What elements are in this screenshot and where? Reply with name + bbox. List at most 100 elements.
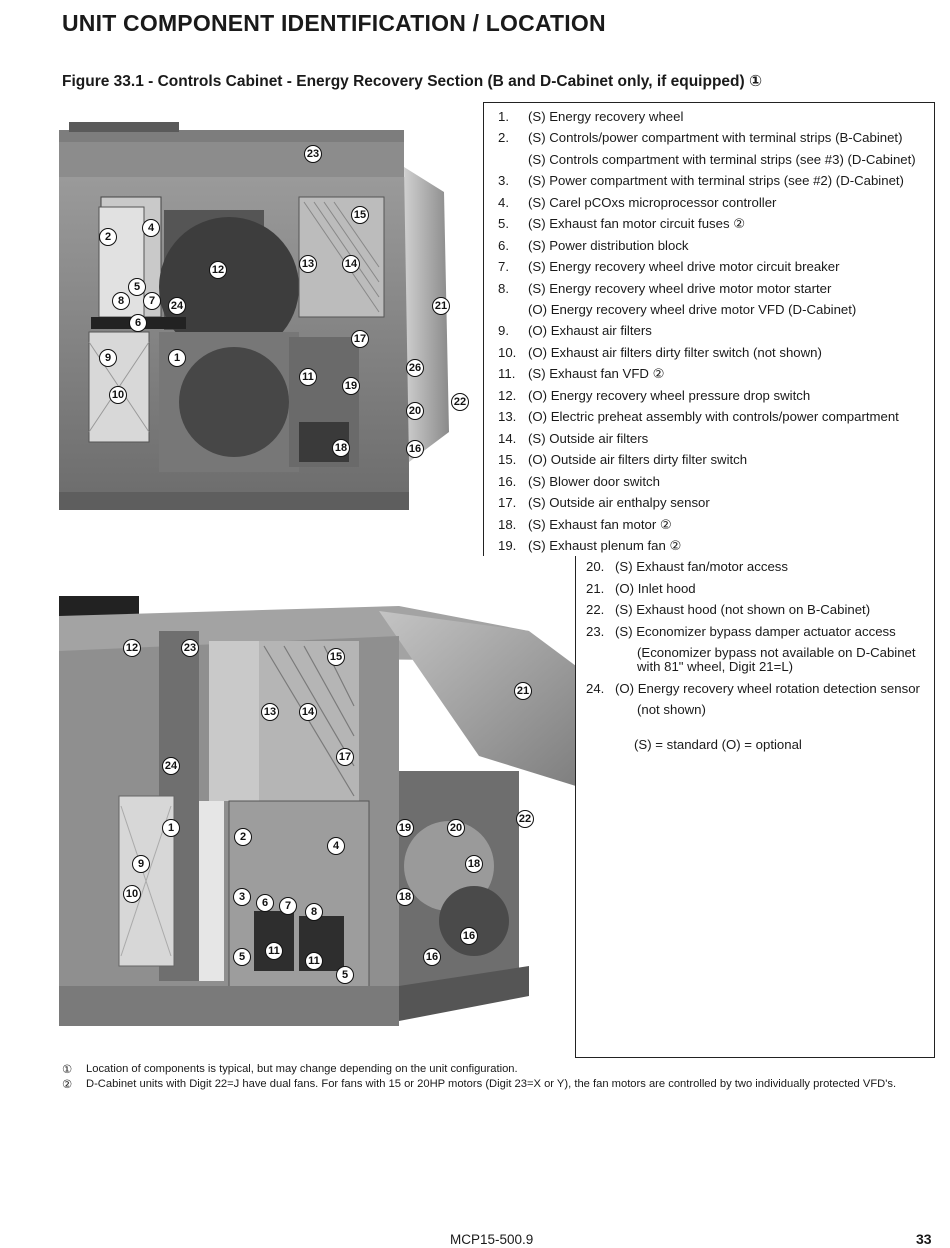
footnote-mark: ① bbox=[62, 1064, 73, 1076]
legend-text: (S) Power distribution block bbox=[528, 238, 689, 253]
legend-text: (S) Exhaust plenum fan ② bbox=[528, 538, 682, 553]
callout-23: 23 bbox=[181, 639, 199, 657]
legend-number: 7. bbox=[498, 259, 509, 274]
callout-5: 5 bbox=[336, 966, 354, 984]
callout-7: 7 bbox=[143, 292, 161, 310]
callout-21: 21 bbox=[514, 682, 532, 700]
callout-18: 18 bbox=[396, 888, 414, 906]
legend-text: (S) Exhaust fan motor ② bbox=[528, 517, 672, 532]
callout-7: 7 bbox=[279, 897, 297, 915]
legend-text: (S) Exhaust hood (not shown on B-Cabinet… bbox=[615, 602, 871, 617]
callout-22: 22 bbox=[451, 393, 469, 411]
callout-8: 8 bbox=[305, 903, 323, 921]
callout-16: 16 bbox=[406, 440, 424, 458]
legend-text: (S) Blower door switch bbox=[528, 474, 660, 489]
callout-17: 17 bbox=[336, 748, 354, 766]
callout-6: 6 bbox=[256, 894, 274, 912]
callout-11: 11 bbox=[265, 942, 283, 960]
legend-number: 12. bbox=[498, 388, 517, 403]
callout-17: 17 bbox=[351, 330, 369, 348]
callout-13: 13 bbox=[261, 703, 279, 721]
legend-text: (S) = standard (O) = optional bbox=[634, 737, 802, 752]
legend-number: 6. bbox=[498, 238, 509, 253]
legend-number: 19. bbox=[498, 538, 517, 553]
legend-text: (S) Energy recovery wheel bbox=[528, 109, 684, 124]
legend-text: (S) Outside air enthalpy sensor bbox=[528, 495, 710, 510]
legend-number: 10. bbox=[498, 345, 517, 360]
callout-1: 1 bbox=[168, 349, 186, 367]
legend-text: (O) Inlet hood bbox=[615, 581, 696, 596]
legend-number: 1. bbox=[498, 109, 509, 124]
callout-18: 18 bbox=[465, 855, 483, 873]
legend-number: 17. bbox=[498, 495, 517, 510]
legend-text: (O) Outside air filters dirty filter swi… bbox=[528, 452, 748, 467]
legend-text: (Economizer bypass not available on D-Ca… bbox=[637, 645, 916, 660]
document-number: MCP15-500.9 bbox=[450, 1232, 534, 1247]
footnote-mark: ② bbox=[62, 1079, 73, 1091]
footnote-text: D-Cabinet units with Digit 22=J have dua… bbox=[86, 1078, 897, 1090]
legend-number: 8. bbox=[498, 281, 509, 296]
legend-number: 5. bbox=[498, 216, 509, 231]
legend-text: (S) Energy recovery wheel drive motor ci… bbox=[528, 259, 840, 274]
callout-3: 3 bbox=[233, 888, 251, 906]
callout-5: 5 bbox=[128, 278, 146, 296]
legend-text: (S) Controls/power compartment with term… bbox=[528, 130, 903, 145]
callout-10: 10 bbox=[109, 386, 127, 404]
callout-13: 13 bbox=[299, 255, 317, 273]
bottom-unit-illustration: 12 23 15 21 13 14 17 24 22 1 19 20 2 4 9… bbox=[59, 556, 576, 1058]
callout-18: 18 bbox=[332, 439, 350, 457]
bottom-unit-drawing bbox=[59, 596, 575, 1026]
legend-text: (O) Energy recovery wheel drive motor VF… bbox=[528, 302, 857, 317]
legend-number: 14. bbox=[498, 431, 517, 446]
legend-text: (O) Energy recovery wheel pressure drop … bbox=[528, 388, 811, 403]
callout-5: 5 bbox=[233, 948, 251, 966]
callout-20: 20 bbox=[406, 402, 424, 420]
legend-number: 13. bbox=[498, 409, 517, 424]
callout-10: 10 bbox=[123, 885, 141, 903]
legend-number: 2. bbox=[498, 130, 509, 145]
legend-text: (S) Power compartment with terminal stri… bbox=[528, 173, 904, 188]
callout-19: 19 bbox=[342, 377, 360, 395]
legend-number: 24. bbox=[586, 681, 605, 696]
top-unit-drawing bbox=[59, 122, 449, 510]
legend-text: (S) Energy recovery wheel drive motor mo… bbox=[528, 281, 832, 296]
figure-caption: Figure 33.1 - Controls Cabinet - Energy … bbox=[62, 73, 763, 90]
legend-number: 9. bbox=[498, 323, 509, 338]
legend-text: with 81" wheel, Digit 21=L) bbox=[637, 659, 794, 674]
legend-text: (S) Exhaust fan VFD ② bbox=[528, 366, 665, 381]
legend-number: 11. bbox=[498, 366, 516, 381]
callout-16: 16 bbox=[423, 948, 441, 966]
legend-number: 3. bbox=[498, 173, 509, 188]
callout-6: 6 bbox=[129, 314, 147, 332]
legend-number: 15. bbox=[498, 452, 517, 467]
callout-11: 11 bbox=[299, 368, 317, 386]
callout-4: 4 bbox=[142, 219, 160, 237]
page-number: 33 bbox=[916, 1231, 932, 1247]
callout-23: 23 bbox=[304, 145, 322, 163]
callout-9: 9 bbox=[132, 855, 150, 873]
callout-15: 15 bbox=[351, 206, 369, 224]
legend-number: 23. bbox=[586, 624, 605, 639]
callout-12: 12 bbox=[209, 261, 227, 279]
callout-8: 8 bbox=[112, 292, 130, 310]
legend-number: 21. bbox=[586, 581, 605, 596]
legend-text: (O) Exhaust air filters dirty filter swi… bbox=[528, 345, 822, 360]
legend-text: (S) Exhaust fan motor circuit fuses ② bbox=[528, 216, 746, 231]
legend-text: (S) Outside air filters bbox=[528, 431, 649, 446]
legend-number: 18. bbox=[498, 517, 517, 532]
callout-2: 2 bbox=[234, 828, 252, 846]
callout-2: 2 bbox=[99, 228, 117, 246]
callout-24: 24 bbox=[168, 297, 186, 315]
legend-number: 16. bbox=[498, 474, 517, 489]
callout-9: 9 bbox=[99, 349, 117, 367]
callout-24: 24 bbox=[162, 757, 180, 775]
callout-11: 11 bbox=[305, 952, 323, 970]
callout-14: 14 bbox=[299, 703, 317, 721]
callout-1: 1 bbox=[162, 819, 180, 837]
callout-14: 14 bbox=[342, 255, 360, 273]
legend-text: (O) Electric preheat assembly with contr… bbox=[528, 409, 899, 424]
callout-20: 20 bbox=[447, 819, 465, 837]
legend-text: (O) Exhaust air filters bbox=[528, 323, 652, 338]
legend-text: (S) Controls compartment with terminal s… bbox=[528, 152, 916, 167]
legend-number: 4. bbox=[498, 195, 509, 210]
